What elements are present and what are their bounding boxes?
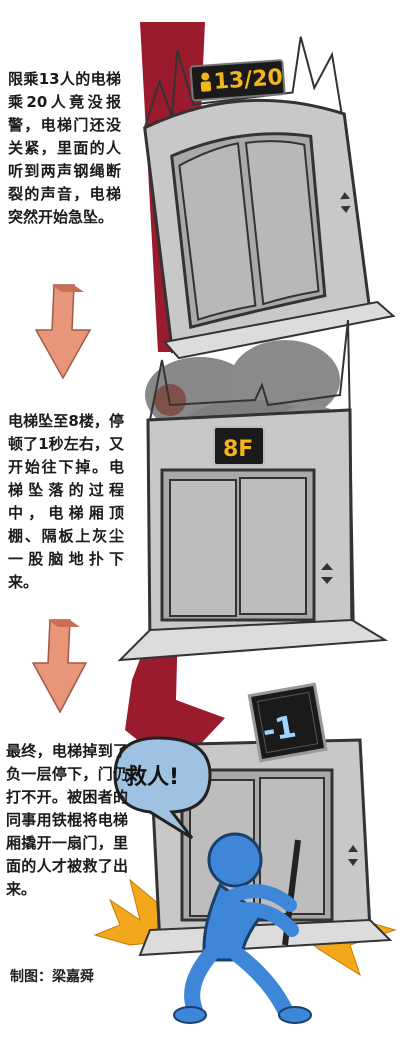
- display-text-13-20: 13/20: [213, 65, 284, 95]
- display-text-minus-1: -1: [260, 709, 299, 749]
- caption-panel-1: 限乘13人的电梯乘20人竟没报警，电梯门还没关紧，里面的人听到两声钢绳断裂的声音…: [8, 70, 121, 226]
- floor-display-13-20: [189, 59, 286, 102]
- display-text-8f: 8F: [223, 437, 253, 462]
- caption-panel-3: 最终，电梯掉到了负一层停下，门仍打不开。被困者的同事用铁棍将电梯厢撬开一扇门，里…: [6, 742, 128, 898]
- speech-bubble: [113, 736, 212, 840]
- speech-bubble-text: 救人!: [125, 765, 179, 790]
- elevator-car-falling: [143, 36, 396, 360]
- floor-display-minus-1: [247, 682, 328, 763]
- down-arrow-icon: [31, 619, 88, 714]
- floor-display-8f: [213, 426, 265, 466]
- caption-panel-2: 电梯坠至8楼，停顿了1秒左右，又开始往下掉。电梯坠落的过程中，电梯厢顶棚、隔板上…: [8, 412, 124, 591]
- rescuer-figure: [173, 832, 312, 1024]
- elevator-car-dusty: [117, 319, 389, 662]
- down-arrow-icon: [34, 284, 92, 380]
- illustration-credit: 制图：梁嘉舜: [10, 969, 94, 985]
